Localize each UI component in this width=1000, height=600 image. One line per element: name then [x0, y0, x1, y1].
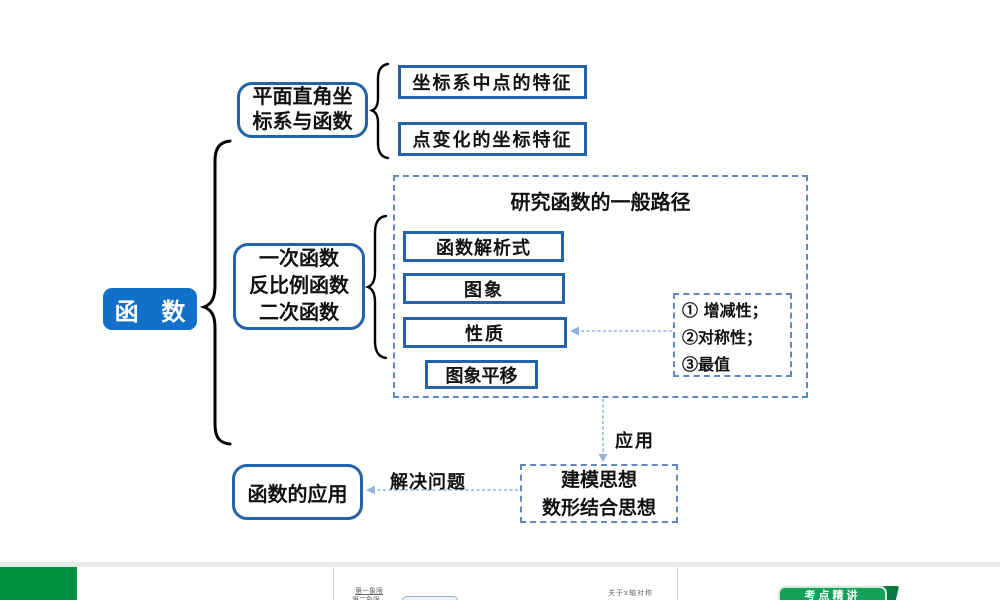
node-branch-application: 函数的应用 — [232, 464, 363, 520]
thumbnail-text-axis-symmetry: 关于x轴对称 — [608, 589, 653, 597]
footer-divider-2 — [677, 567, 678, 600]
thumbnail-pill — [402, 596, 458, 600]
footer-divider-1 — [333, 567, 334, 600]
node-step-analytic-expression: 函数解析式 — [403, 231, 564, 262]
apply-label: 应用 — [615, 431, 655, 452]
node-point-change: 点变化的坐标特征 — [398, 122, 587, 156]
node-root-function: 函 数 — [103, 288, 197, 330]
node-branch-function-types: 一次函数 反比例函数 二次函数 — [233, 243, 365, 330]
apply-arrowhead — [598, 454, 608, 462]
thumbnail-text-quadrant1: 第一象限 — [355, 587, 383, 595]
node-branch-coordinate-system: 平面直角坐 标系与函数 — [237, 82, 368, 138]
solve-problem-label: 解决问题 — [390, 472, 466, 493]
slide-thumbnail-panel[interactable]: 第一象限 第二象限 关于x轴对称 — [350, 585, 670, 600]
node-step-translation: 图象平移 — [425, 360, 538, 389]
research-path-container — [393, 175, 808, 398]
footer-top-strip-green — [0, 562, 80, 567]
research-path-title: 研究函数的一般路径 — [510, 192, 691, 214]
thumbnail-text-quadrant2: 第二象限 — [352, 596, 380, 600]
brace-funcs — [364, 214, 388, 360]
brace-root — [199, 139, 232, 446]
footer-green-tab[interactable] — [0, 567, 77, 600]
brace-coord — [368, 62, 390, 160]
node-step-graph: 图象 — [403, 273, 565, 304]
property-notes-box: ① 增减性； ②对称性； ③最值 — [673, 293, 792, 377]
thoughts-box: 建模思想 数形结合思想 — [520, 464, 678, 523]
node-point-feature: 坐标系中点的特征 — [398, 65, 587, 99]
key-points-button[interactable]: 考点精讲 — [778, 586, 887, 600]
solve-arrowhead — [366, 485, 375, 495]
footer-top-strip — [0, 562, 1000, 567]
node-step-property: 性质 — [403, 317, 567, 348]
